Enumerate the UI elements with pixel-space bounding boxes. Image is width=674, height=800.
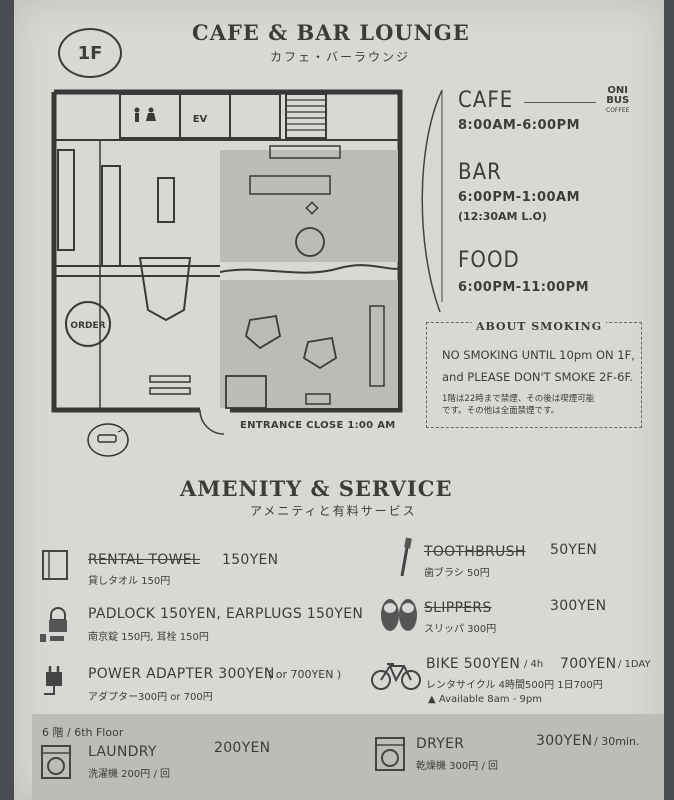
adapter-jp: アダプター300円 or 700円 — [88, 692, 213, 703]
bar-label: BAR — [458, 160, 502, 185]
laundry-name: LAUNDRY — [88, 744, 157, 760]
bar-hours: 6:00PM-1:00AM — [458, 190, 581, 205]
padlock-icon — [40, 606, 67, 642]
sixth-floor-band — [32, 714, 664, 800]
padlock-name: PADLOCK 150YEN, EARPLUGS 150YEN — [88, 606, 364, 622]
laundry-jp: 洗濯機 200円 / 回 — [88, 769, 170, 780]
padlock-jp: 南京錠 150円, 耳栓 150円 — [88, 632, 209, 643]
towel-price: 150YEN — [222, 552, 279, 568]
bicycle-icon — [371, 663, 421, 690]
food-label: FOOD — [458, 248, 520, 273]
smoking-line2: and PLEASE DON'T SMOKE 2F-6F. — [442, 370, 633, 384]
towel-jp: 貸しタオル 150円 — [88, 576, 171, 587]
towel-icon — [42, 550, 68, 580]
food-hours: 6:00PM-11:00PM — [458, 280, 590, 295]
dryer-price: 300YEN — [536, 733, 593, 749]
hours-bracket — [421, 89, 443, 313]
bike-per1: / 4h — [524, 659, 544, 670]
plug-icon — [44, 666, 62, 695]
entrance-close-note: ENTRANCE CLOSE 1:00 AM — [240, 420, 396, 431]
ev-label: EV — [193, 114, 208, 125]
bar-last-order: (12:30AM L.O) — [458, 210, 547, 223]
toothbrush-icon — [400, 537, 412, 577]
adapter-price-alt: ( or 700YEN ) — [268, 668, 342, 681]
smoking-jp2: です。その他は全面禁煙です。 — [442, 406, 560, 416]
toothbrush-name: TOOTHBRUSH — [424, 544, 526, 560]
logo-line1: ONI — [607, 85, 628, 96]
slippers-icon — [381, 599, 417, 631]
amenity-subtitle: アメニティと有料サービス — [250, 504, 417, 518]
cafe-hours: 8:00AM-6:00PM — [458, 118, 581, 133]
logo-line3: COFFEE — [606, 107, 630, 114]
dryer-jp: 乾燥機 300円 / 回 — [416, 761, 498, 772]
order-label: ORDER — [70, 321, 105, 331]
smoking-area-icon — [87, 423, 129, 457]
toothbrush-jp: 歯ブラシ 50円 — [424, 568, 490, 579]
logo-line2: BUS — [606, 95, 630, 106]
bike-availability: ▲ Available 8am - 9pm — [428, 694, 542, 705]
slippers-name: SLIPPERS — [424, 600, 492, 616]
cafe-rule — [524, 102, 596, 103]
dryer-icon — [375, 737, 405, 771]
bike-price2: 700YEN — [560, 656, 617, 672]
washing-machine-icon — [41, 745, 71, 779]
page-title: CAFE & BAR LOUNGE — [192, 20, 470, 45]
smoking-line1: NO SMOKING UNTIL 10pm ON 1F, — [442, 348, 635, 362]
bike-per2: / 1DAY — [618, 659, 651, 670]
towel-name: RENTAL TOWEL — [88, 552, 200, 568]
sixth-floor-label: 6 階 / 6th Floor — [42, 726, 124, 739]
cafe-label: CAFE — [458, 88, 514, 113]
laundry-price: 200YEN — [214, 740, 271, 756]
smoking-title: ABOUT SMOKING — [472, 320, 607, 333]
slippers-price: 300YEN — [550, 598, 607, 614]
floor-badge: 1F — [58, 28, 122, 78]
onibus-logo: ONI BUS COFFEE — [606, 86, 629, 116]
dryer-name: DRYER — [416, 736, 465, 752]
bike-jp: レンタサイクル 4時間500円 1日700円 — [426, 680, 603, 691]
slippers-jp: スリッパ 300円 — [424, 624, 497, 635]
smoking-jp1: 1階は22時まで禁煙、その後は喫煙可能 — [442, 394, 595, 404]
restroom-icon — [134, 107, 156, 122]
page-subtitle: カフェ・バーラウンジ — [270, 50, 411, 64]
toothbrush-price: 50YEN — [550, 542, 598, 558]
amenity-title: AMENITY & SERVICE — [180, 476, 453, 501]
adapter-name: POWER ADAPTER 300YEN — [88, 666, 275, 682]
bike-name: BIKE 500YEN — [426, 656, 521, 672]
dryer-per: / 30min. — [594, 735, 640, 748]
floor-plan-map: EV ORDER — [51, 89, 403, 435]
